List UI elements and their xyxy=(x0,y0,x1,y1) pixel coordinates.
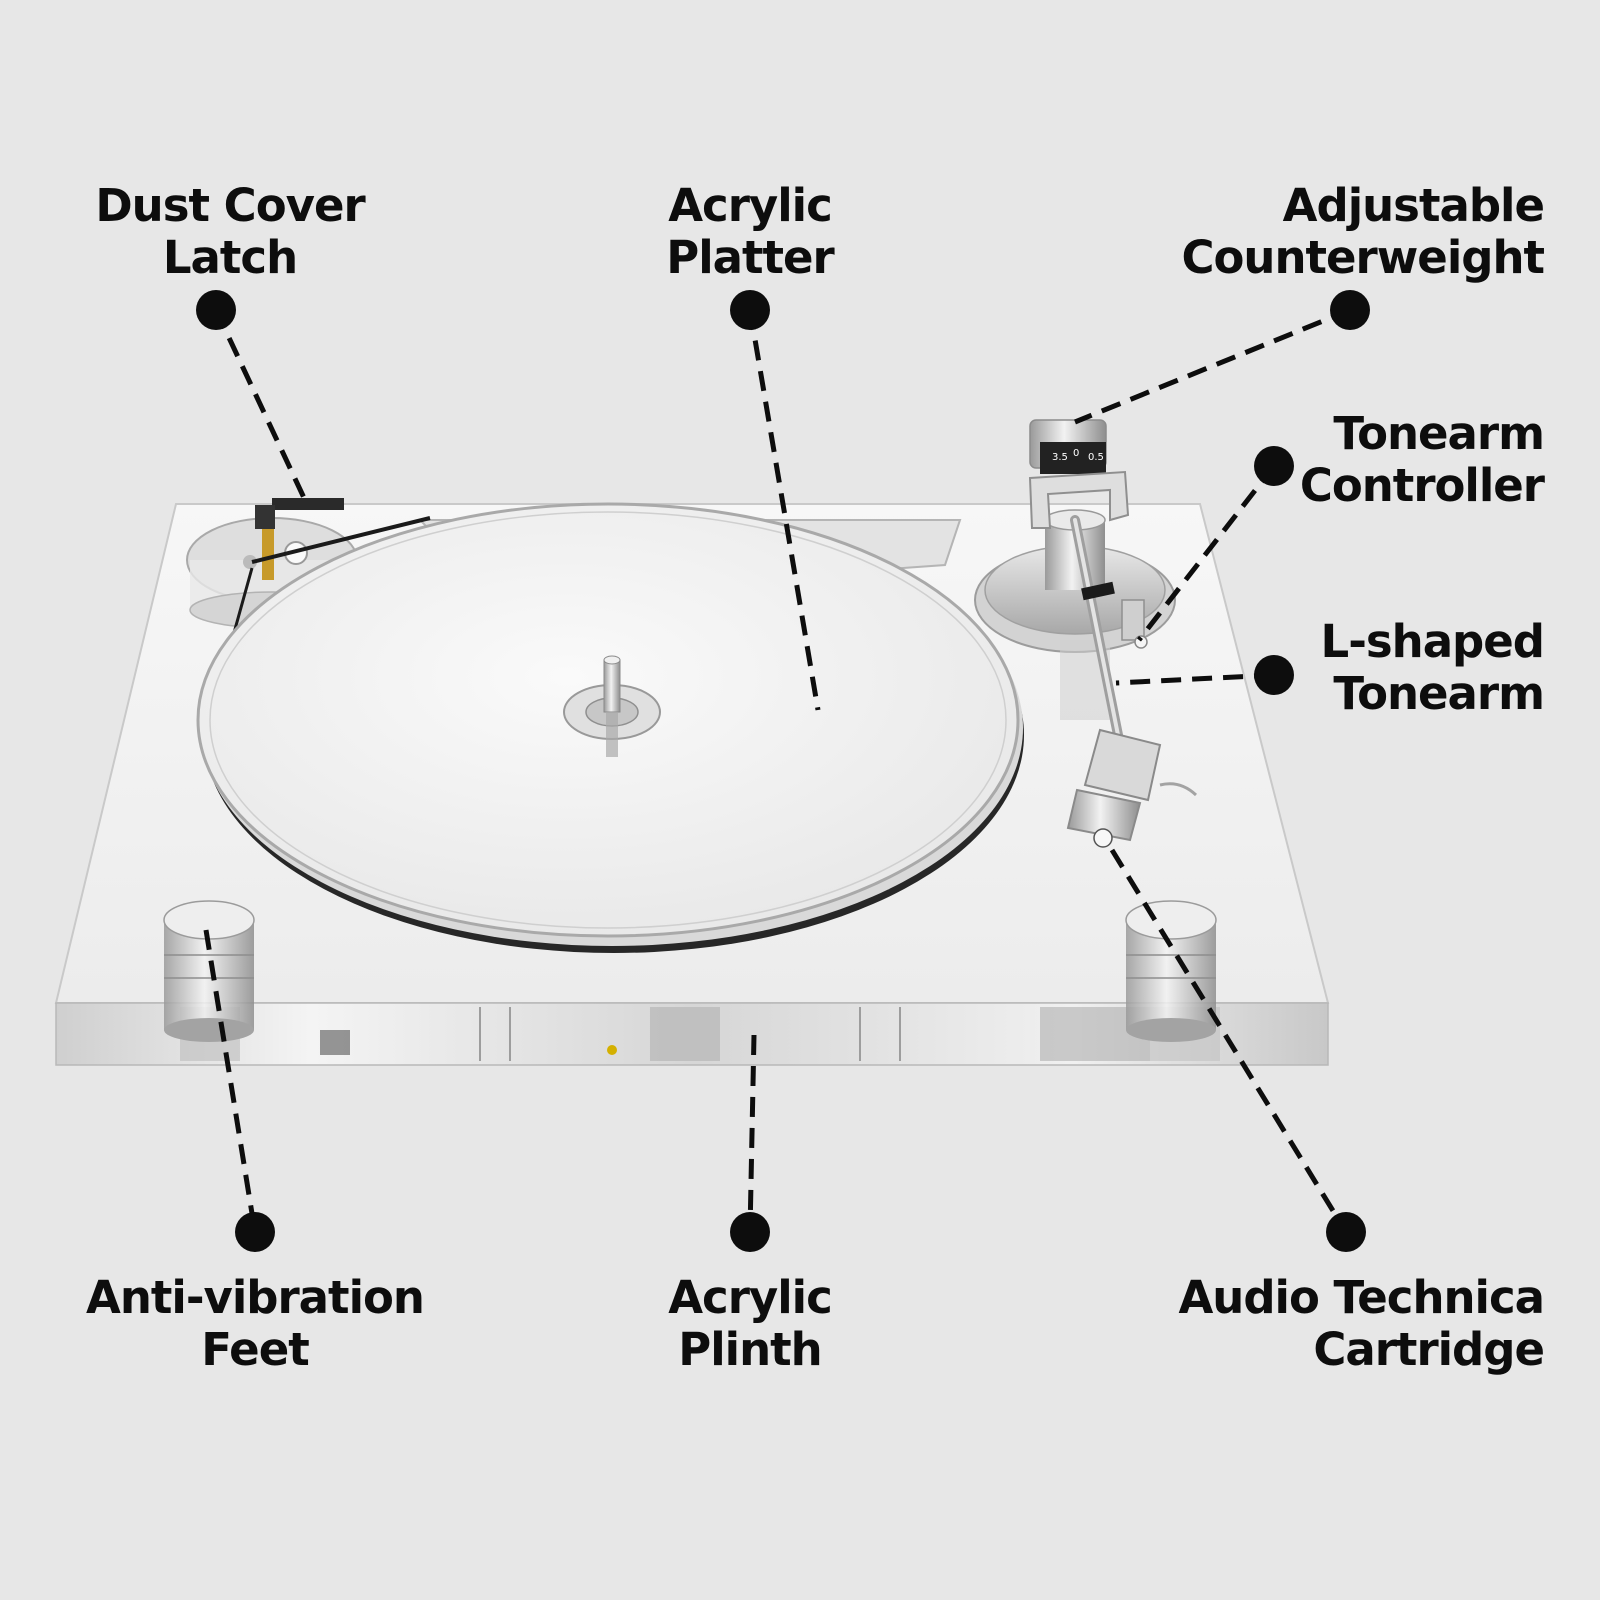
headshell-cartridge xyxy=(1066,728,1198,848)
counterweight-dial-mark: 0 xyxy=(1073,448,1079,459)
label-acrylic-platter-line1: Acrylic xyxy=(668,179,833,232)
leader-line-acrylic-plinth xyxy=(747,1034,757,1233)
label-adjustable-counterweight-line2: Counterweight xyxy=(1181,231,1545,284)
callout-dot-dust-cover-latch xyxy=(196,290,236,330)
leader-line-tonearm-controller xyxy=(1137,464,1276,642)
callout-dot-acrylic-plinth xyxy=(730,1212,770,1252)
foot-front-left xyxy=(163,900,255,1042)
leader-line-l-shaped-tonearm xyxy=(1115,672,1275,686)
leader-line-dust-cover-latch xyxy=(213,308,308,502)
callout-dot-l-shaped-tonearm xyxy=(1254,655,1294,695)
callout-dot-acrylic-platter xyxy=(730,290,770,330)
callout-dot-adjustable-counterweight xyxy=(1330,290,1370,330)
leader-line-acrylic-platter xyxy=(747,309,821,711)
leader-line-anti-vibration-feet xyxy=(203,929,258,1233)
label-tonearm-controller-line1: Tonearm xyxy=(1333,407,1545,460)
foot-front-right xyxy=(1125,900,1217,1042)
counterweight-dial-mark: 0.5 xyxy=(1088,452,1104,463)
label-anti-vibration-feet: Anti-vibration Feet xyxy=(60,1272,450,1376)
drive-belt xyxy=(251,516,431,564)
tonearm-gimbal xyxy=(1028,470,1130,529)
label-l-shaped-tonearm: L-shaped Tonearm xyxy=(1260,615,1545,720)
label-adjustable-counterweight-line1: Adjustable xyxy=(1282,179,1545,232)
l-shaped-tonearm xyxy=(1070,515,1123,740)
leader-line-audio-technica-cartridge xyxy=(1109,848,1349,1234)
counterweight: 3.5 0 0.5 xyxy=(1029,419,1107,474)
label-dust-cover-latch: Dust Cover Latch xyxy=(60,180,400,284)
platter-spindle xyxy=(563,655,661,757)
leader-line-adjustable-counterweight xyxy=(1074,307,1351,425)
label-l-shaped-tonearm-line2: Tonearm xyxy=(1333,667,1545,720)
label-l-shaped-tonearm-line1: L-shaped xyxy=(1320,615,1545,668)
label-dust-cover-latch-line2: Latch xyxy=(162,231,298,284)
callout-dot-audio-technica-cartridge xyxy=(1326,1212,1366,1252)
label-acrylic-plinth-line2: Plinth xyxy=(678,1323,822,1376)
label-dust-cover-latch-line1: Dust Cover xyxy=(95,179,365,232)
label-tonearm-controller-line2: Controller xyxy=(1299,459,1545,512)
label-acrylic-plinth: Acrylic Plinth xyxy=(610,1272,890,1376)
label-adjustable-counterweight: Adjustable Counterweight xyxy=(1120,179,1545,284)
label-tonearm-controller: Tonearm Controller xyxy=(1220,407,1545,512)
callout-dots xyxy=(196,290,1370,1252)
callout-dot-tonearm-controller xyxy=(1254,446,1294,486)
label-acrylic-platter: Acrylic Platter xyxy=(610,180,890,284)
plinth-front-edge xyxy=(55,1002,1329,1066)
label-anti-vibration-feet-line2: Feet xyxy=(201,1323,309,1376)
label-anti-vibration-feet-line1: Anti-vibration xyxy=(86,1271,425,1324)
label-audio-technica-cartridge-line2: Cartridge xyxy=(1313,1323,1545,1376)
label-acrylic-plinth-line1: Acrylic xyxy=(668,1271,833,1324)
label-audio-technica-cartridge: Audio Technica Cartridge xyxy=(1110,1271,1545,1376)
counterweight-dial-mark: 3.5 xyxy=(1052,452,1068,463)
leader-lines xyxy=(203,307,1351,1234)
callout-dot-anti-vibration-feet xyxy=(235,1212,275,1252)
label-acrylic-platter-line2: Platter xyxy=(666,231,835,284)
label-audio-technica-cartridge-line1: Audio Technica xyxy=(1178,1271,1545,1324)
